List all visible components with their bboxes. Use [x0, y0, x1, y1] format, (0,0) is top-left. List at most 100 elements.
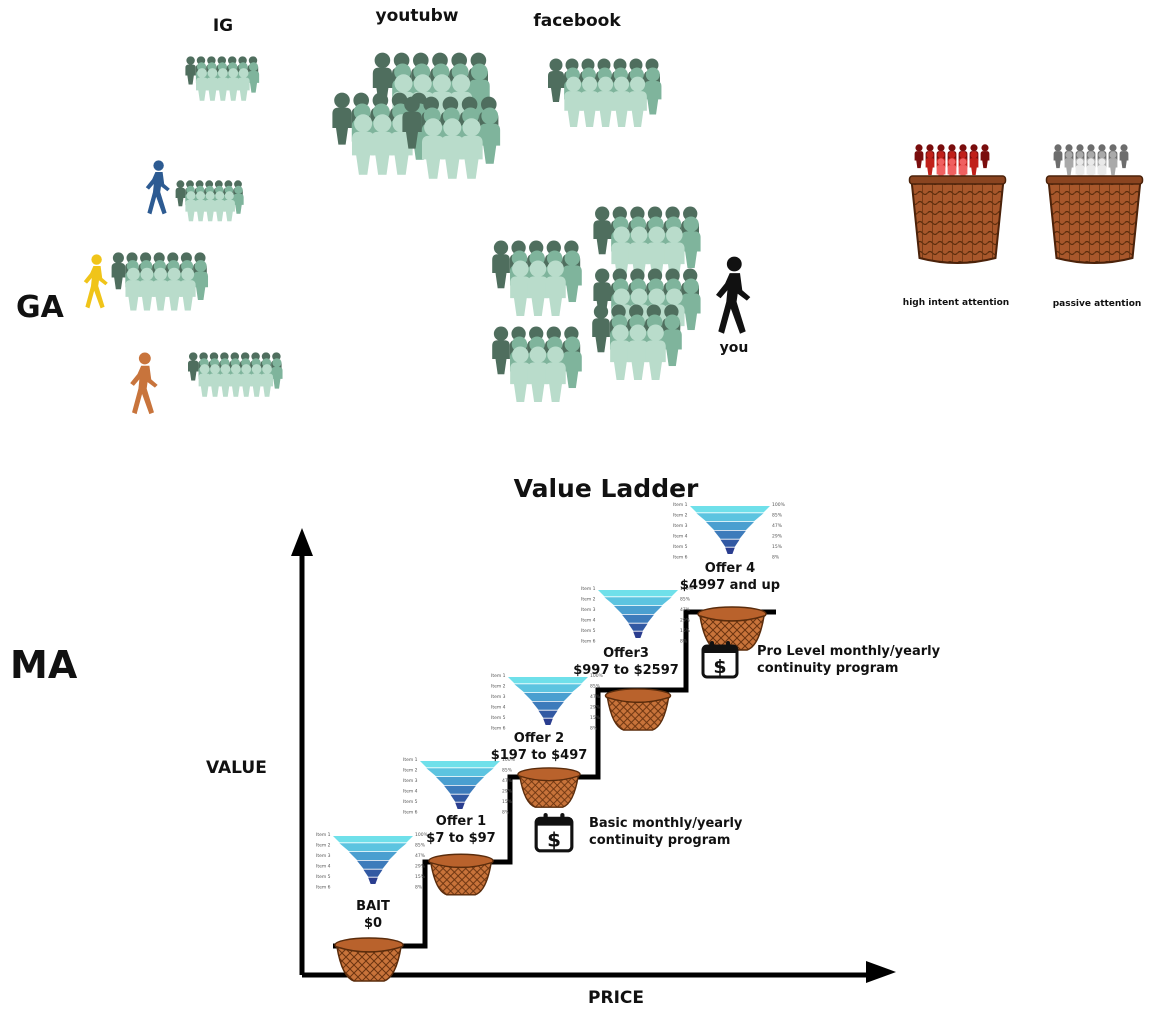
offer-name: Offer3 [603, 646, 649, 661]
ma-label: MA [10, 643, 78, 687]
person-icon [925, 151, 935, 176]
person-icon [510, 260, 531, 316]
person-icon [204, 191, 216, 222]
funnel-pct-label: 100% [772, 502, 786, 508]
funnel-pct-label: 8% [590, 726, 598, 732]
person-icon [332, 92, 352, 145]
person-icon [980, 144, 990, 169]
walker-orange-icon [130, 352, 158, 415]
offer-name: Offer 2 [513, 731, 565, 746]
offer-name: Offer 4 [704, 561, 756, 576]
funnel-item-label: Item 2 [673, 513, 688, 519]
ga-crowd-3 [188, 352, 283, 397]
person-icon [1119, 144, 1129, 169]
funnel-item-label: Item 3 [316, 853, 331, 859]
person-icon [969, 151, 979, 176]
funnel-pct-label: 47% [502, 778, 513, 784]
person-icon [175, 180, 186, 207]
funnel-item-label: Item 6 [581, 639, 596, 645]
funnel-pct-label: 8% [502, 810, 510, 816]
funnel-item-label: Item 4 [581, 618, 596, 624]
funnel-pct-label: 15% [772, 544, 783, 550]
person-icon [125, 267, 142, 311]
passive-label: passive attention [1052, 299, 1142, 309]
walker-you-icon [716, 256, 751, 334]
funnel-item-label: Item 5 [581, 628, 596, 634]
person-icon [261, 364, 274, 397]
big-crowd-top [593, 206, 701, 282]
person-icon [179, 267, 196, 311]
person-icon [593, 206, 611, 255]
person-icon [914, 144, 924, 169]
ig-crowd [185, 56, 260, 101]
person-icon [545, 346, 566, 402]
funnel-pct-label: 100% [590, 673, 604, 679]
offer-bait: BAIT $0 [356, 898, 390, 932]
basket-offer3-icon [604, 688, 672, 731]
funnel-item-label: Item 6 [316, 885, 331, 891]
audience-crowds [111, 52, 701, 402]
person-icon [492, 326, 510, 375]
person-icon [166, 267, 183, 311]
person-icon [371, 114, 394, 175]
funnel-pct-label: 100% [502, 757, 516, 763]
big-crowd-bottom [592, 304, 682, 380]
funnel-item-label: Item 1 [491, 673, 506, 679]
person-icon [627, 324, 649, 380]
funnel-item-label: Item 3 [403, 778, 418, 784]
offer-name: Offer 1 [435, 814, 487, 829]
funnel-pct-label: 85% [415, 843, 426, 849]
funnel-pct-label: 47% [415, 853, 426, 859]
ig-label: IG [212, 16, 234, 36]
funnel-item-label: Item 3 [491, 694, 506, 700]
funnel-item-label: Item 4 [316, 864, 331, 870]
funnel-item-label: Item 1 [316, 832, 331, 838]
person-icon [492, 240, 510, 289]
person-icon [351, 114, 375, 175]
funnel-pct-label: 8% [772, 555, 780, 561]
ladder-axes [291, 528, 896, 983]
facebook-label: facebook [533, 11, 621, 31]
person-icon [527, 260, 549, 316]
funnel-pct-label: 29% [415, 864, 426, 870]
funnel-pct-label: 29% [590, 705, 601, 711]
funnel-pct-label: 85% [502, 768, 513, 774]
person-icon [185, 191, 197, 222]
funnel-item-label: Item 3 [581, 607, 596, 613]
ga-crowd-1 [175, 180, 244, 222]
basket-offer2-icon [517, 767, 581, 808]
funnel-pct-label: 29% [772, 534, 783, 540]
funnel-item-label: Item 4 [673, 534, 688, 540]
person-icon [223, 191, 235, 222]
big-crowd-left [492, 240, 582, 316]
walker-yellow-icon [83, 254, 108, 309]
person-icon [564, 76, 583, 128]
offer-1: Offer 1 $7 to $97 [426, 813, 495, 847]
offer-name: BAIT [356, 899, 390, 914]
offer-price: $4997 and up [679, 578, 781, 593]
person-icon [580, 76, 599, 128]
youtube-crowd-right [402, 96, 501, 179]
funnel-item-label: Item 3 [673, 523, 688, 529]
high-intent-label: high intent attention [902, 298, 1010, 308]
person-icon [111, 252, 126, 290]
offer-price: $7 to $97 [426, 831, 496, 846]
funnel-item-label: Item 2 [403, 768, 418, 774]
person-icon [227, 68, 240, 101]
person-icon [198, 364, 211, 397]
person-icon [645, 324, 666, 380]
person-icon [188, 352, 199, 381]
funnel-item-label: Item 2 [581, 597, 596, 603]
person-icon [548, 58, 564, 102]
person-icon [610, 324, 631, 380]
person-icon [527, 346, 549, 402]
pro-program-label: Pro Level monthly/yearly continuity prog… [757, 644, 941, 676]
high-intent-basket [908, 144, 1007, 265]
offer-price: $197 to $497 [490, 748, 588, 763]
walker-blue-icon [145, 160, 170, 215]
person-icon [216, 68, 229, 101]
